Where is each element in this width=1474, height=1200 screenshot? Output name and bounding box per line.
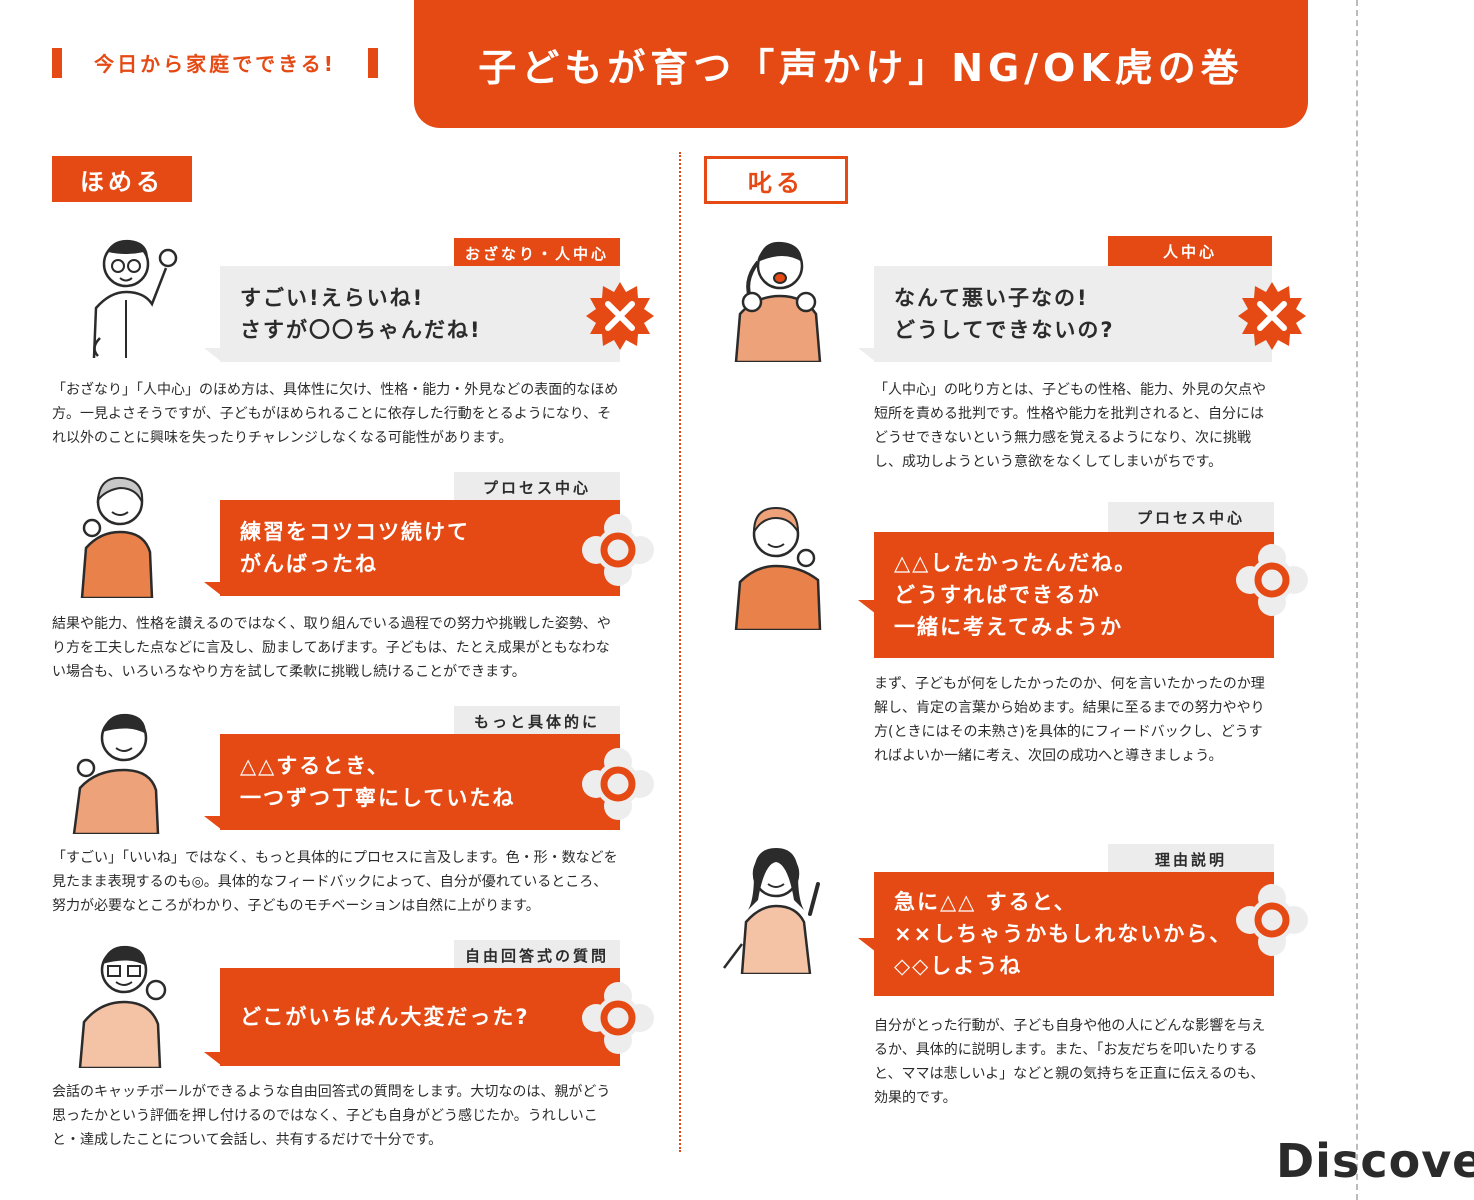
cut-line: [1356, 0, 1358, 1200]
bubble-tail: [204, 582, 222, 596]
bubble-line: どうしてできないの?: [894, 318, 1115, 342]
child-illustration: [80, 476, 154, 598]
bubble-tail: [204, 348, 222, 362]
bubble-line: 練習をコツコツ続けて: [240, 520, 470, 544]
circle-icon: [1236, 884, 1308, 956]
card-label: プロセス中心: [1108, 502, 1274, 532]
circle-icon: [1236, 544, 1308, 616]
parent-illustration: [78, 945, 167, 1068]
card-label: もっと具体的に: [454, 706, 620, 736]
card-description: 「すごい」「いいね」ではなく、もっと具体的にプロセスに言及します。色・形・数など…: [52, 850, 618, 914]
speech-bubble: なんて悪い子なの! どうしてできないの?: [874, 266, 1272, 362]
section-scold-label: 叱る: [704, 156, 848, 204]
card-description: 会話のキャッチボールができるような自由回答式の質問をします。大切なのは、親がどう…: [52, 1084, 611, 1148]
card-label: おざなり・人中心: [454, 238, 620, 268]
bubble-line: 一つずつ丁寧にしていたね: [240, 786, 516, 810]
speech-bubble: △△するとき、 一つずつ丁寧にしていたね: [220, 734, 620, 830]
bubble-line: 急に△△ すると、: [894, 890, 1077, 914]
speech-bubble: 練習をコツコツ続けて がんばったね: [220, 500, 620, 596]
speech-bubble: どこがいちばん大変だった?: [220, 968, 620, 1066]
speech-bubble: △△したかったんだね。 どうすればできるか 一緒に考えてみようか: [874, 532, 1274, 658]
page-title: 子どもが育つ「声かけ」NG/OK虎の巻: [414, 0, 1308, 128]
tagline-left-bar: [52, 48, 62, 78]
card-label: 理由説明: [1108, 844, 1274, 874]
parent-illustration: [734, 241, 822, 362]
card-description: 自分がとった行動が、子ども自身や他の人にどんな影響を与えるか、具体的に説明します…: [874, 1018, 1266, 1106]
bubble-line: どこがいちばん大変だった?: [240, 1005, 530, 1029]
cross-icon: [1238, 282, 1306, 350]
bubble-tail: [204, 1052, 222, 1066]
bubble-line: がんばったね: [240, 552, 378, 576]
speech-bubble: すごい!えらいね! さすが〇〇ちゃんだね!: [220, 266, 620, 362]
card-label: 人中心: [1108, 236, 1272, 266]
bubble-line: さすが〇〇ちゃんだね!: [240, 318, 482, 342]
parent-illustration: [92, 239, 178, 358]
speech-bubble: 急に△△ すると、 ××しちゃうかもしれないから、 ◇◇しようね: [874, 872, 1274, 996]
publisher-logo: Discover: [1276, 1134, 1474, 1188]
card-label: 自由回答式の質問: [454, 940, 620, 970]
card-description: 「人中心」の叱り方とは、子どもの性格、能力、外見の欠点や短所を責める批判です。性…: [874, 382, 1266, 470]
bubble-line: △△するとき、: [240, 754, 390, 778]
circle-icon: [582, 514, 654, 586]
bubble-line: すごい!えらいね!: [240, 286, 425, 310]
card-description: まず、子どもが何をしたかったのか、何を言いたかったのか理解し、肯定の言葉から始め…: [874, 676, 1265, 764]
bubble-tail: [204, 816, 222, 830]
card-description: 結果や能力、性格を讃えるのではなく、取り組んでいる過程での努力や挑戦した姿勢、や…: [52, 616, 611, 680]
bubble-line: ◇◇しようね: [894, 954, 1023, 978]
bubble-tail: [858, 348, 876, 362]
card-label: プロセス中心: [454, 472, 620, 502]
bubble-line: 一緒に考えてみようか: [894, 615, 1123, 639]
bubble-tail: [858, 938, 876, 952]
cross-icon: [586, 282, 654, 350]
circle-icon: [582, 748, 654, 820]
tagline-text: 今日から家庭でできる!: [94, 52, 336, 76]
circle-icon: [582, 982, 654, 1054]
bubble-line: ××しちゃうかもしれないから、: [894, 922, 1233, 946]
bubble-line: どうすればできるか: [894, 583, 1101, 607]
section-praise-label: ほめる: [52, 156, 192, 202]
bubble-line: △△したかったんだね。: [894, 551, 1138, 575]
parent-illustration: [72, 713, 160, 834]
tagline-right-bar: [368, 48, 378, 78]
bubble-line: なんて悪い子なの!: [894, 286, 1089, 310]
column-divider: [679, 152, 681, 1152]
card-description: 「おざなり」「人中心」のほめ方は、具体性に欠け、性格・能力・外見などの表面的なほ…: [52, 382, 619, 446]
child-illustration: [734, 506, 822, 630]
header-tagline: 今日から家庭でできる!: [52, 44, 378, 80]
bubble-tail: [858, 600, 876, 614]
parent-illustration: [723, 848, 820, 974]
